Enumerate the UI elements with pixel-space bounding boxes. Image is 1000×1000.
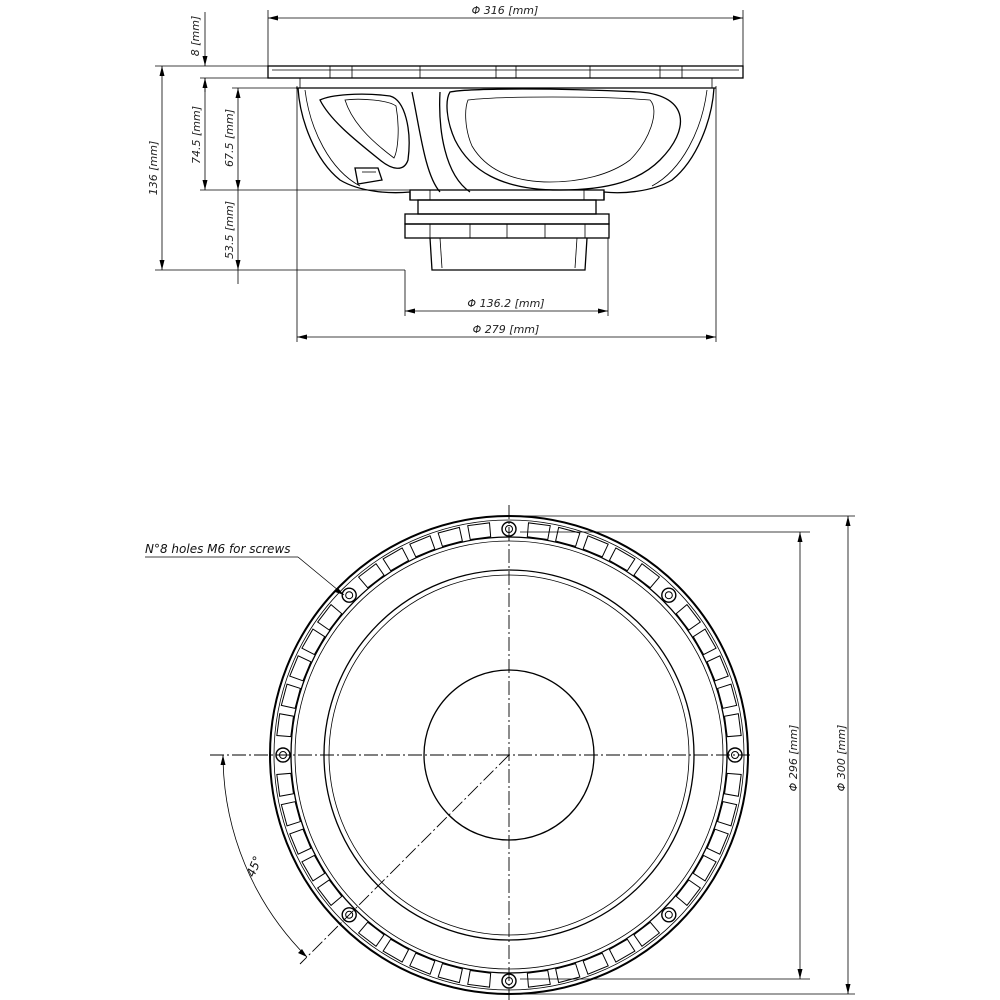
rim-slot <box>723 772 742 797</box>
rim-slot <box>675 879 702 907</box>
rim-slot <box>692 854 717 882</box>
dim-bolt-circle: Φ 296 [mm] <box>520 531 810 980</box>
dim-basket-depth: 74.5 [mm] <box>190 78 410 191</box>
diagonal-centre-line <box>299 754 510 965</box>
rim-slot <box>555 963 581 984</box>
rim-slot <box>717 683 738 709</box>
rim-slot <box>382 938 410 963</box>
rim-slot <box>675 603 702 631</box>
rim-slot <box>633 921 661 948</box>
rim-slot <box>582 535 609 558</box>
rim-slot <box>316 603 343 631</box>
dim-magnet-depth-label: 53.5 [mm] <box>223 201 236 259</box>
rim-slot <box>276 713 295 738</box>
screw-hole <box>341 587 357 603</box>
dim-front-diameter: Φ 300 [mm] <box>515 515 855 995</box>
dim-cone-depth: 67.5 [mm] <box>223 87 300 190</box>
rim-slot <box>706 828 729 855</box>
rim-slot <box>526 969 551 988</box>
dim-front-diameter-label: Φ 300 [mm] <box>835 725 848 792</box>
rim-slot <box>316 879 343 907</box>
rim-slot <box>280 801 301 827</box>
dim-outer-diameter: Φ 316 [mm] <box>267 4 744 66</box>
rim-slot <box>276 772 295 797</box>
dim-magnet-diameter-label: Φ 136.2 [mm] <box>467 297 544 310</box>
rim-slot <box>409 952 436 975</box>
rim-slot <box>582 952 609 975</box>
rim-slot <box>289 828 312 855</box>
rim-slot <box>723 713 742 738</box>
angle-dimension: 45° <box>220 754 308 958</box>
dim-magnet-diameter: Φ 136.2 [mm] <box>404 238 609 316</box>
rim-slot <box>301 854 326 882</box>
rim-slot <box>382 547 410 572</box>
rim-slot <box>526 522 551 541</box>
magnet-assembly <box>404 199 610 271</box>
rim-slot <box>409 535 436 558</box>
rim-slot <box>357 562 385 589</box>
screw-hole <box>661 907 677 923</box>
front-view: N°8 holes M6 for screws 45° Φ 296 [mm] <box>145 505 855 1000</box>
holes-note: N°8 holes M6 for screws <box>145 542 345 596</box>
rim-slot <box>437 526 463 547</box>
rim-slot <box>608 938 636 963</box>
frame-flange <box>267 65 744 89</box>
angle-label: 45° <box>244 854 265 879</box>
rim-slot <box>692 628 717 656</box>
holes-note-label: N°8 holes M6 for screws <box>145 542 291 556</box>
dim-cone-depth-label: 67.5 [mm] <box>223 109 236 167</box>
dim-flange: 8 [mm] <box>189 12 300 92</box>
dim-total-depth-label: 136 [mm] <box>147 141 160 196</box>
rim-slot <box>357 921 385 948</box>
dim-outer-diameter-label: Φ 316 [mm] <box>472 4 539 17</box>
dim-flange-label: 8 [mm] <box>189 16 202 57</box>
rim-slot <box>467 522 492 541</box>
rim-slot <box>301 628 326 656</box>
dim-cutout-diameter-label: Φ 279 [mm] <box>473 323 540 336</box>
rim-slots <box>276 522 742 988</box>
rim-slot <box>289 655 312 682</box>
side-view: Φ 316 [mm] 8 [mm] 136 [mm] 74.5 [mm] <box>147 4 744 342</box>
rim-slot <box>633 562 661 589</box>
dim-total-depth: 136 [mm] <box>147 65 405 271</box>
dim-magnet-depth: 53.5 [mm] <box>223 190 241 284</box>
rim-slot <box>717 801 738 827</box>
rim-slot <box>437 963 463 984</box>
basket-frame <box>297 87 715 201</box>
dim-basket-depth-label: 74.5 [mm] <box>190 106 203 164</box>
rim-slot <box>280 683 301 709</box>
dim-bolt-circle-label: Φ 296 [mm] <box>787 725 800 792</box>
rim-slot <box>706 655 729 682</box>
rim-slot <box>467 969 492 988</box>
dim-cutout-diameter: Φ 279 [mm] <box>296 86 717 342</box>
screw-hole <box>661 587 677 603</box>
rim-slot <box>608 547 636 572</box>
